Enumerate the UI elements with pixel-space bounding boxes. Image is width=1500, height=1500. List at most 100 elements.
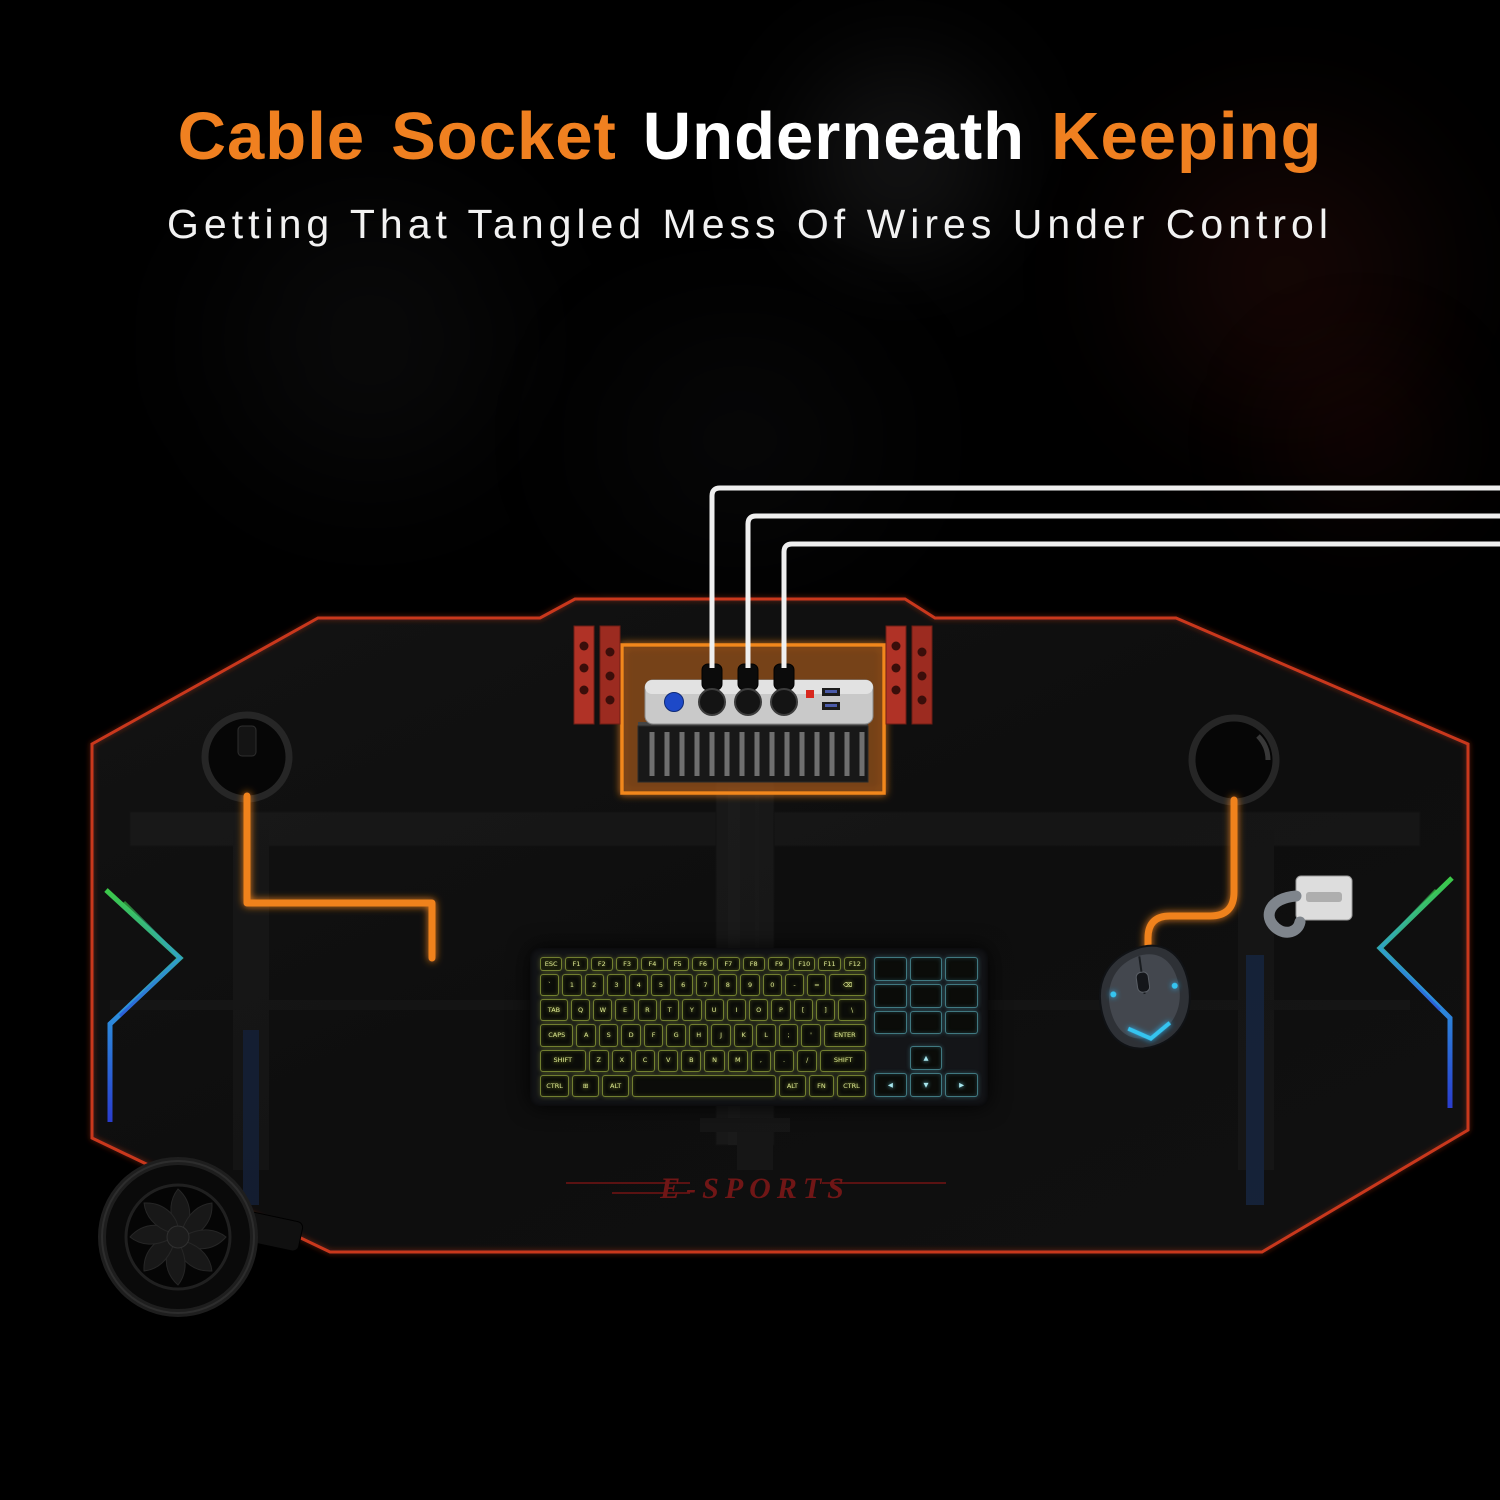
- keyboard-key: K: [733, 1024, 754, 1047]
- headset-hook: [1263, 875, 1353, 938]
- keyboard-key: F12: [843, 957, 867, 971]
- keyboard-key: CTRL: [836, 1074, 866, 1098]
- keyboard-key: ]: [815, 999, 836, 1022]
- keyboard-key: [945, 957, 979, 981]
- keyboard-key: Y: [682, 999, 702, 1022]
- keyboard-key: .: [774, 1049, 795, 1072]
- keyboard-key: S: [598, 1024, 619, 1047]
- keyboard-key: TAB: [540, 999, 568, 1022]
- keyboard-key: F5: [666, 957, 689, 971]
- keyboard-key: P: [771, 999, 791, 1022]
- keyboard-key: \: [838, 999, 866, 1022]
- keyboard-key: ⌫: [829, 974, 866, 997]
- headline-word: Keeping: [1051, 99, 1323, 174]
- keyboard-key: ⊞: [572, 1074, 600, 1098]
- keyboard-key: F: [643, 1024, 664, 1047]
- power-cables: [709, 485, 1500, 668]
- keyboard-key: [632, 1074, 776, 1098]
- mounting-bracket-left: [573, 625, 621, 725]
- keyboard-key: 0: [762, 974, 782, 997]
- keyboard-key: T: [659, 999, 680, 1022]
- usb-ports: [822, 688, 840, 710]
- keyboard-key: Q: [570, 999, 591, 1022]
- keyboard-key: F11: [818, 957, 841, 971]
- keyboard-key: N: [704, 1049, 725, 1072]
- headline-word: Underneath: [642, 99, 1026, 174]
- keyboard-key: FN: [808, 1074, 834, 1098]
- keyboard-key: ALT: [778, 1074, 806, 1098]
- keyboard-key: ;: [778, 1024, 799, 1047]
- keyboard-key: [945, 983, 979, 1008]
- cup-holder: [98, 1157, 304, 1317]
- keyboard-key: D: [621, 1024, 641, 1047]
- keyboard-key: F6: [691, 957, 715, 971]
- desk-outline: [90, 597, 1470, 1254]
- keyboard-key: L: [756, 1024, 776, 1047]
- keyboard-key: ALT: [602, 1074, 630, 1098]
- headline-word: Cable: [177, 99, 366, 174]
- keyboard-key: X: [611, 1049, 632, 1072]
- keyboard-key: 8: [718, 974, 738, 997]
- keyboard-key: 7: [695, 974, 716, 997]
- keyboard-key: ESC: [540, 957, 563, 971]
- keyboard-key: [874, 957, 907, 981]
- keyboard-key: V: [658, 1049, 679, 1072]
- keyboard-key: [909, 957, 943, 981]
- basket-slats: [649, 732, 865, 776]
- mounting-bracket-right: [885, 625, 933, 725]
- cable-grommet-left: [201, 711, 293, 803]
- keyboard-key: SHIFT: [820, 1049, 866, 1072]
- keyboard-key: 9: [740, 974, 760, 997]
- headline-word: Socket: [391, 99, 617, 174]
- keyboard-key: Z: [588, 1049, 609, 1072]
- mouse-rgb-chevron: [1127, 1021, 1172, 1041]
- keyboard-key: M: [727, 1049, 748, 1072]
- keyboard-key: -: [784, 974, 805, 997]
- keyboard-key: [874, 983, 907, 1008]
- keyboard-key: W: [593, 999, 613, 1022]
- keyboard-key: F8: [742, 957, 765, 971]
- esports-logo: E-SPORTS: [566, 1172, 946, 1205]
- strip-led: [806, 690, 814, 698]
- keyboard-key: [909, 983, 943, 1008]
- power-cable-3: [781, 541, 1500, 668]
- keyboard-key: ,: [750, 1049, 771, 1072]
- power-cable-1: [709, 485, 1500, 668]
- cup-holder-fan-blades: [129, 1188, 227, 1286]
- keyboard-key: ▶: [945, 1073, 979, 1097]
- esports-logo-text: E-SPORTS: [659, 1172, 850, 1205]
- power-button: [664, 692, 684, 712]
- keyboard-key: F2: [590, 957, 613, 971]
- keyboard-key: 1: [562, 974, 582, 997]
- keyboard-key: F9: [767, 957, 791, 971]
- keyboard-key: E: [615, 999, 635, 1022]
- keyboard-key: G: [666, 1024, 686, 1047]
- keyboard-key: U: [704, 999, 724, 1022]
- keyboard-key: =: [807, 974, 827, 997]
- keyboard-key: A: [576, 1024, 596, 1047]
- keyboard-key: H: [688, 1024, 709, 1047]
- keyboard-key: ENTER: [823, 1024, 867, 1047]
- keyboard-key: F7: [717, 957, 740, 971]
- keyboard-key: 6: [673, 974, 693, 997]
- keyboard-key: 5: [651, 974, 671, 997]
- power-cable-2: [745, 513, 1500, 668]
- desk-surface-sheen: [92, 599, 1468, 1252]
- cable-grommet-right: [1188, 714, 1280, 806]
- keyboard-key: O: [749, 999, 769, 1022]
- keyboard-key: F3: [615, 957, 639, 971]
- power-strip: [644, 663, 874, 725]
- keyboard-key: ': [801, 1024, 821, 1047]
- keyboard-nav-block: ▲◀▼▶: [874, 957, 979, 1097]
- routed-cable-left: [243, 792, 436, 962]
- keyboard-key: R: [637, 999, 657, 1022]
- gaming-mouse: [1098, 944, 1191, 1050]
- keyboard-key: J: [711, 1024, 731, 1047]
- keyboard-key: I: [726, 999, 747, 1022]
- keyboard-key: F4: [641, 957, 664, 971]
- keyboard-key: [945, 1010, 979, 1035]
